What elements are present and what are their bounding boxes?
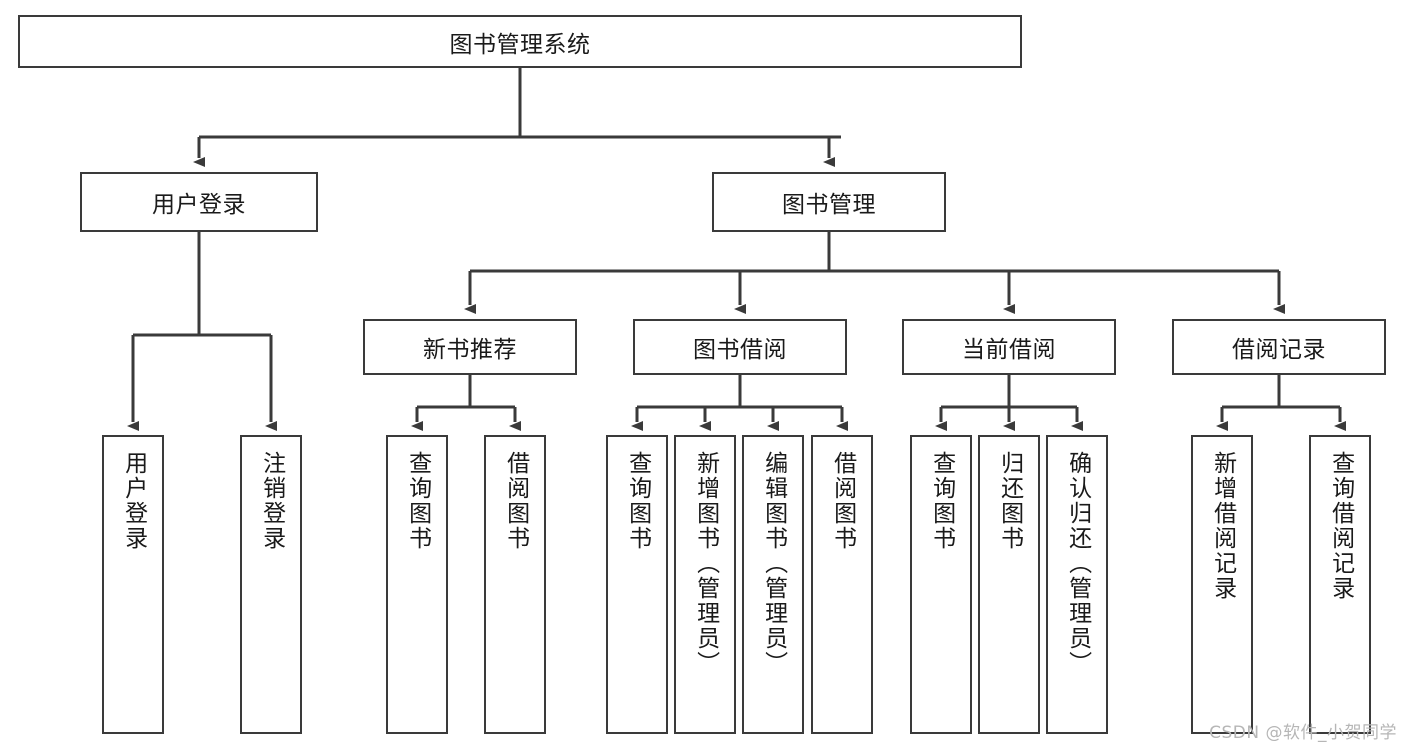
node-label: 借阅图书 <box>502 451 529 551</box>
node-label: 借阅图书 <box>829 451 856 551</box>
node-label: 查询图书 <box>624 451 651 551</box>
leaf-book-borrow-add-book-admin[interactable]: 新增图书（管理员） <box>674 435 736 734</box>
leaf-current-borrow-return-book[interactable]: 归还图书 <box>978 435 1040 734</box>
node-user-login[interactable]: 用户登录 <box>80 172 318 232</box>
node-label: 查询图书 <box>404 451 431 551</box>
leaf-user-login-logout[interactable]: 注销登录 <box>240 435 302 734</box>
node-label: 图书管理系统 <box>449 31 591 58</box>
node-label: 新增借阅记录 <box>1209 451 1236 601</box>
leaf-new-book-query-book[interactable]: 查询图书 <box>386 435 448 734</box>
node-root-book-management-system[interactable]: 图书管理系统 <box>18 15 1022 68</box>
node-label: 新书推荐 <box>423 337 517 363</box>
leaf-current-borrow-query-book[interactable]: 查询图书 <box>910 435 972 734</box>
node-new-book-recommend[interactable]: 新书推荐 <box>363 319 577 375</box>
leaf-user-login-login[interactable]: 用户登录 <box>102 435 164 734</box>
leaf-new-book-borrow-book[interactable]: 借阅图书 <box>484 435 546 734</box>
node-book-borrow[interactable]: 图书借阅 <box>633 319 847 375</box>
leaf-borrow-record-query-record[interactable]: 查询借阅记录 <box>1309 435 1371 734</box>
node-current-borrow[interactable]: 当前借阅 <box>902 319 1116 375</box>
leaf-book-borrow-borrow-book[interactable]: 借阅图书 <box>811 435 873 734</box>
leaf-book-borrow-edit-book-admin[interactable]: 编辑图书（管理员） <box>742 435 804 734</box>
node-book-management[interactable]: 图书管理 <box>712 172 946 232</box>
node-label: 确认归还（管理员） <box>1064 451 1091 676</box>
node-label: 图书管理 <box>782 192 876 218</box>
leaf-borrow-record-add-record[interactable]: 新增借阅记录 <box>1191 435 1253 734</box>
node-label: 新增图书（管理员） <box>692 451 719 676</box>
watermark-text: CSDN @软件_小贺同学 <box>1209 723 1397 743</box>
node-label: 查询图书 <box>928 451 955 551</box>
leaf-current-borrow-confirm-return-admin[interactable]: 确认归还（管理员） <box>1046 435 1108 734</box>
node-label: 注销登录 <box>258 451 285 551</box>
node-label: 查询借阅记录 <box>1327 451 1354 601</box>
node-borrow-record[interactable]: 借阅记录 <box>1172 319 1386 375</box>
node-label: 用户登录 <box>120 451 147 551</box>
leaf-book-borrow-query-book[interactable]: 查询图书 <box>606 435 668 734</box>
node-label: 用户登录 <box>152 192 246 218</box>
node-label: 归还图书 <box>996 451 1023 551</box>
node-label: 当前借阅 <box>962 337 1056 363</box>
node-label: 图书借阅 <box>693 337 787 363</box>
node-label: 编辑图书（管理员） <box>760 451 787 676</box>
node-label: 借阅记录 <box>1232 337 1326 363</box>
